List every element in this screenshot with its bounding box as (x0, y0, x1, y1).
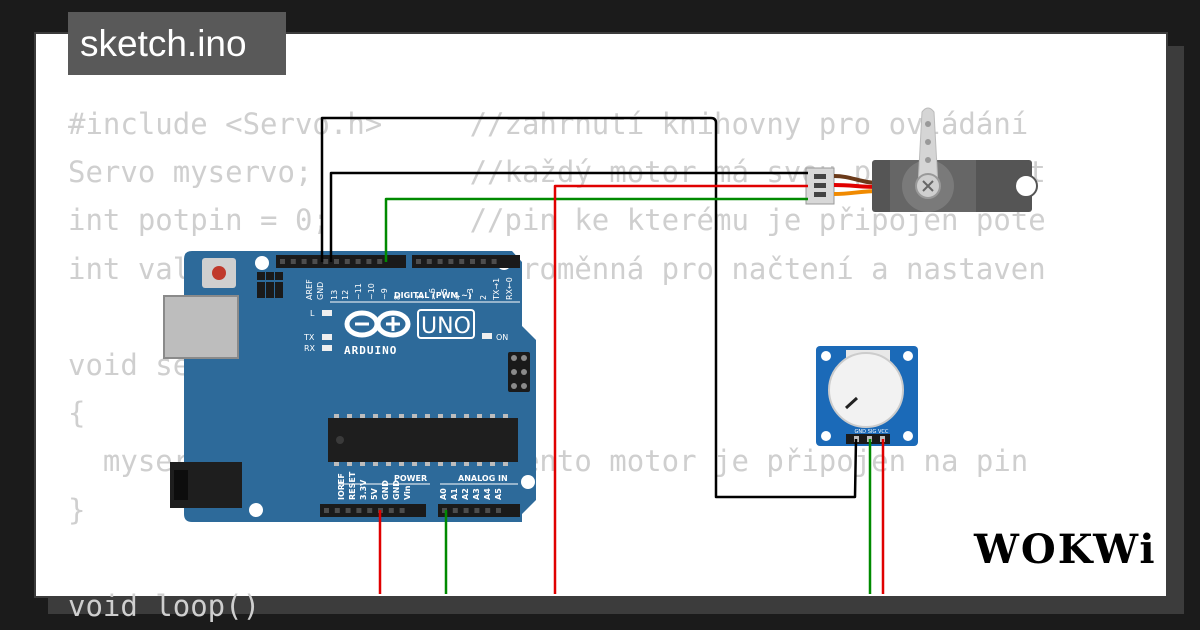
digital-header-right (412, 255, 520, 268)
gnd-wire (320, 116, 858, 499)
pin-label: ~11 (354, 283, 363, 300)
arduino-logo (344, 310, 411, 338)
pin-label: A4 (483, 488, 492, 500)
usb-port (163, 295, 239, 359)
power-label: POWER (394, 474, 427, 483)
board-name: ARDUINO (344, 344, 397, 357)
pin-label: AREF (305, 279, 314, 300)
pin-label: 7 (416, 295, 425, 300)
potentiometer[interactable]: GND SIG VCC (816, 346, 918, 446)
pin-label: ~5 (440, 288, 449, 300)
pin-label: GND (316, 282, 325, 300)
pin-label: TX→1 (492, 278, 501, 301)
pin-label: A1 (450, 488, 459, 500)
pin-label: GND (381, 480, 390, 500)
pin-label: ~9 (380, 288, 389, 300)
led-label-tx: TX (303, 333, 315, 342)
led-label-on: ON (496, 333, 508, 342)
pin-label: RESET (348, 471, 357, 500)
analog-label: ANALOG IN (458, 474, 508, 483)
pot-pin-vcc: VCC (878, 429, 889, 435)
pin-label: 5V (370, 487, 379, 500)
pin-label: 3.3V (359, 479, 368, 500)
code-line: #include <Servo.h> //zahrnutí knihovny p… (68, 107, 1029, 141)
pin-label: ~3 (466, 288, 475, 300)
pin-label: IOREF (337, 473, 346, 500)
servo-power-wire (553, 184, 808, 594)
servo-gnd-wire (329, 171, 808, 262)
servo-horn (917, 107, 939, 187)
file-tab[interactable]: sketch.ino (68, 12, 286, 75)
pot-pin-sig: SIG (868, 429, 877, 435)
pin-label: A3 (472, 488, 481, 500)
code-line: } (68, 492, 86, 527)
led-label-rx: RX (304, 344, 316, 353)
digital-header-left (276, 255, 406, 268)
code-line: int potpin = 0; //pin ke kterému je přip… (68, 203, 1046, 238)
pot-knob[interactable] (828, 352, 904, 428)
pin-label: A0 (439, 488, 448, 500)
board-model: UNO (421, 314, 471, 339)
pin-label: 8 (393, 295, 402, 300)
wokwi-logo: WOKWi (974, 526, 1157, 573)
led-label-l: L (310, 309, 315, 318)
code-line: void loop() (68, 588, 261, 623)
microcontroller-chip (328, 418, 518, 462)
power-header (320, 504, 426, 517)
pin-label: 12 (341, 290, 350, 300)
pin-label: 4 (453, 295, 462, 300)
pin-label: 13 (330, 290, 339, 300)
pin-label: GND (392, 480, 401, 500)
pot-pin-gnd: GND (855, 429, 867, 435)
digital-label: DIGITAL (PWM ~) (394, 291, 472, 300)
pin-label: ~6 (428, 288, 437, 300)
pin-label: Vin (403, 485, 412, 500)
servo-motor[interactable] (805, 107, 1038, 212)
pin-label: ~10 (367, 283, 376, 300)
pin-label: 2 (479, 295, 488, 300)
pin-label: A5 (494, 488, 503, 500)
pin-label: A2 (461, 488, 470, 500)
signal-wire-pin9 (384, 197, 808, 262)
code-line: { (68, 396, 86, 431)
pin-label: RX←0 (505, 277, 514, 300)
